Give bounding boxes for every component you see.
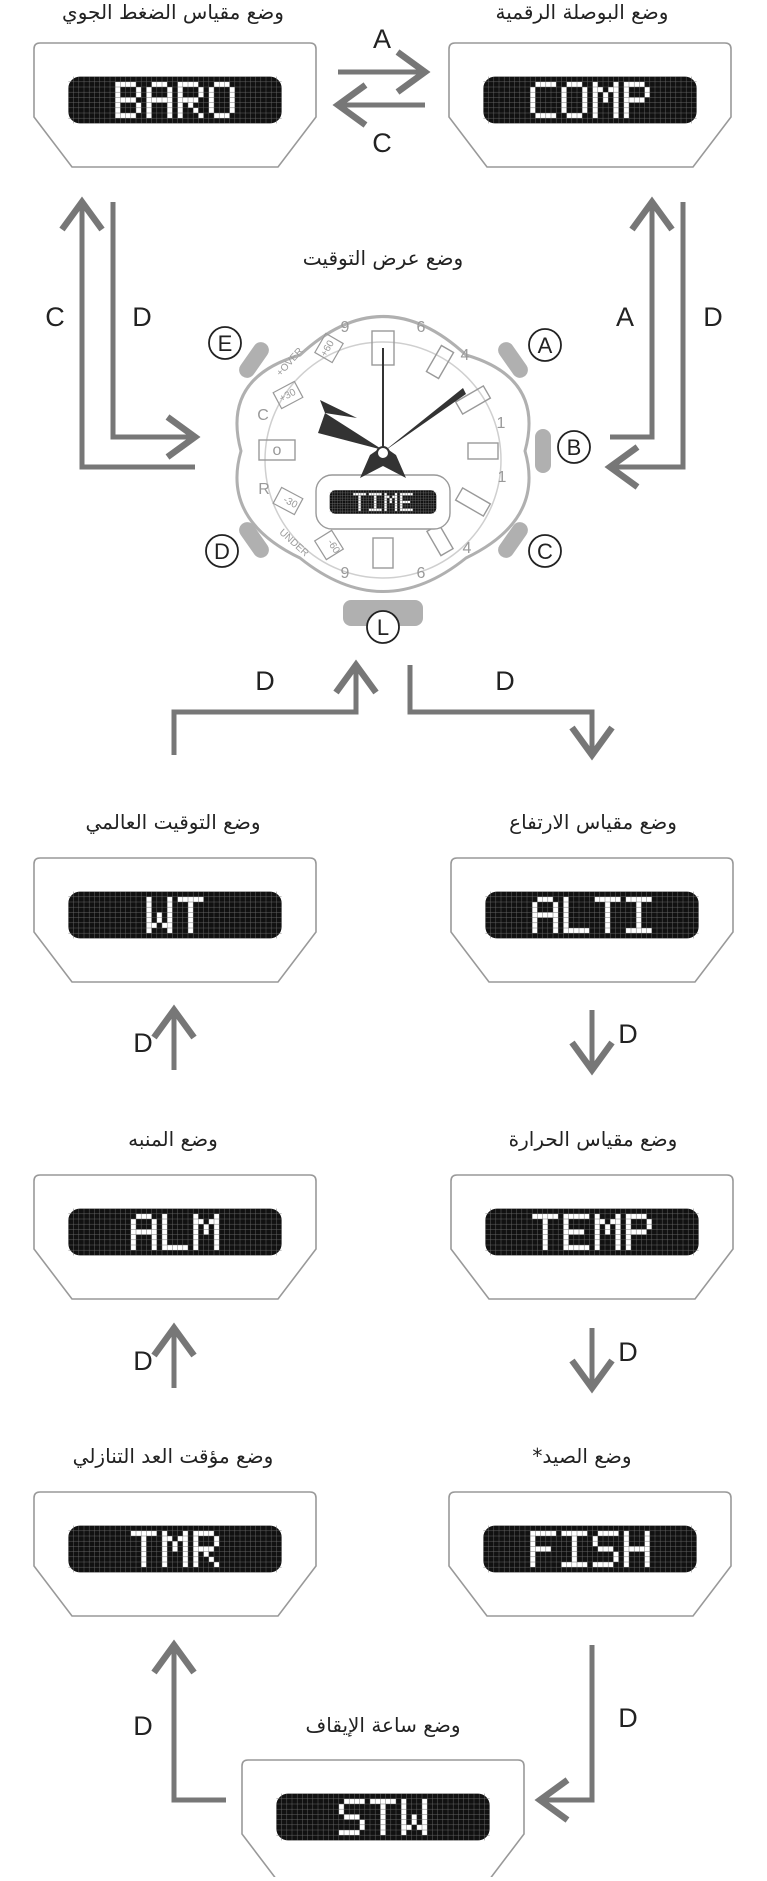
svg-text:B: B — [567, 435, 582, 460]
label-fish: وضع الصيد* — [532, 1444, 632, 1468]
lcd-time — [329, 490, 437, 514]
label-time-to-comp: A — [616, 302, 634, 332]
arrow-wt-to-time — [171, 659, 379, 755]
dial-text-n4b: 4 — [463, 540, 472, 557]
arrow-time-to-alti — [407, 665, 615, 761]
dial-text-n6b: 6 — [417, 565, 426, 582]
hour-marker — [467, 442, 499, 460]
button-callout-e: E — [208, 326, 242, 360]
label-alti: وضع مقياس الارتفاع — [509, 810, 677, 834]
button-callout-b: B — [557, 430, 591, 464]
label-stw: وضع ساعة الإيقاف — [305, 1713, 461, 1737]
label-wt-to-time: D — [255, 666, 275, 696]
label-time-to-alti: D — [495, 666, 515, 696]
dial-text-r: R — [258, 481, 270, 498]
lcd-baro — [68, 76, 282, 124]
svg-text:A: A — [538, 333, 553, 358]
minute-hand — [383, 388, 466, 452]
arrow-labels: A C C D A D D D D D D D D D — [45, 24, 723, 1741]
label-tmr-to-alm: D — [133, 1346, 153, 1376]
dial-text-c: C — [257, 407, 269, 424]
lcd-alm — [68, 1208, 282, 1256]
watch-button-c — [498, 522, 528, 558]
label-temp-to-fish: D — [618, 1337, 638, 1367]
watch-button-d — [239, 522, 269, 558]
button-callout-d: D — [205, 534, 239, 568]
label-stw-to-tmr: D — [133, 1711, 153, 1741]
hour-marker — [425, 344, 455, 380]
label-time-to-baro: C — [45, 302, 65, 332]
watch-button-a — [498, 342, 528, 378]
arrow-stw-to-tmr — [151, 1639, 226, 1803]
dial-text-o: o — [273, 442, 282, 459]
lcd-alti — [485, 891, 699, 939]
arrow-time-to-baro — [59, 196, 195, 470]
hand-counterweight — [360, 446, 406, 478]
subdial-box — [313, 529, 345, 561]
lcd-fish — [483, 1525, 697, 1573]
dial-text-n4a: 4 — [461, 347, 470, 364]
button-callout-a: A — [528, 328, 562, 362]
label-time: وضع عرض التوقيت — [302, 246, 464, 270]
dial-text-n1a: 1 — [497, 415, 506, 432]
svg-text:L: L — [377, 615, 389, 640]
label-wt: وضع التوقيت العالمي — [85, 810, 261, 834]
arrow-time-to-comp — [610, 196, 675, 440]
label-temp: وضع مقياس الحرارة — [508, 1127, 678, 1151]
hour-hand — [318, 400, 383, 450]
svg-text:D: D — [214, 539, 230, 564]
lcd-temp — [485, 1208, 699, 1256]
label-comp: وضع البوصلة الرقمية — [495, 0, 669, 24]
dial-text-n9b: 9 — [341, 565, 350, 582]
lcd-stw — [276, 1793, 490, 1841]
hour-marker — [454, 384, 492, 416]
dial-text-n1b: 1 — [498, 469, 507, 486]
label-baro-to-comp: A — [373, 24, 391, 54]
hour-marker — [454, 486, 492, 518]
svg-text:E: E — [218, 331, 233, 356]
subdial-box — [272, 380, 304, 410]
label-alti-to-temp: D — [618, 1019, 638, 1049]
label-baro-to-time: D — [132, 302, 152, 332]
dial-text-n9a: 9 — [341, 319, 350, 336]
label-comp-to-baro: C — [372, 128, 392, 158]
subdial-box — [272, 486, 304, 516]
label-tmr: وضع مؤقت العد التنازلي — [72, 1444, 274, 1468]
arrow-fish-to-stw — [534, 1645, 595, 1823]
label-baro: وضع مقياس الضغط الجوي — [62, 0, 284, 24]
arrow-comp-to-time — [604, 202, 686, 490]
dial-text-n6a: 6 — [417, 319, 426, 336]
button-callout-c: C — [528, 534, 562, 568]
arrows — [59, 49, 686, 1823]
label-alm-to-wt: D — [133, 1028, 153, 1058]
label-fish-to-stw: D — [618, 1703, 638, 1733]
lcd-comp — [483, 76, 697, 124]
hand-pivot — [376, 446, 390, 460]
hour-marker — [258, 439, 296, 461]
subdial-box — [314, 332, 344, 364]
label-alm: وضع المنبه — [128, 1127, 218, 1151]
watch-button-e — [239, 342, 269, 378]
lcd-wt — [68, 891, 282, 939]
hour-marker — [372, 537, 394, 569]
lcd-tmr — [68, 1525, 282, 1573]
watch-button-b — [535, 429, 551, 473]
label-comp-to-time: D — [703, 302, 723, 332]
mode-frames — [33, 42, 734, 1881]
svg-text:C: C — [537, 539, 553, 564]
arrow-baro-to-time — [110, 202, 201, 460]
button-callout-l: L — [366, 610, 400, 644]
